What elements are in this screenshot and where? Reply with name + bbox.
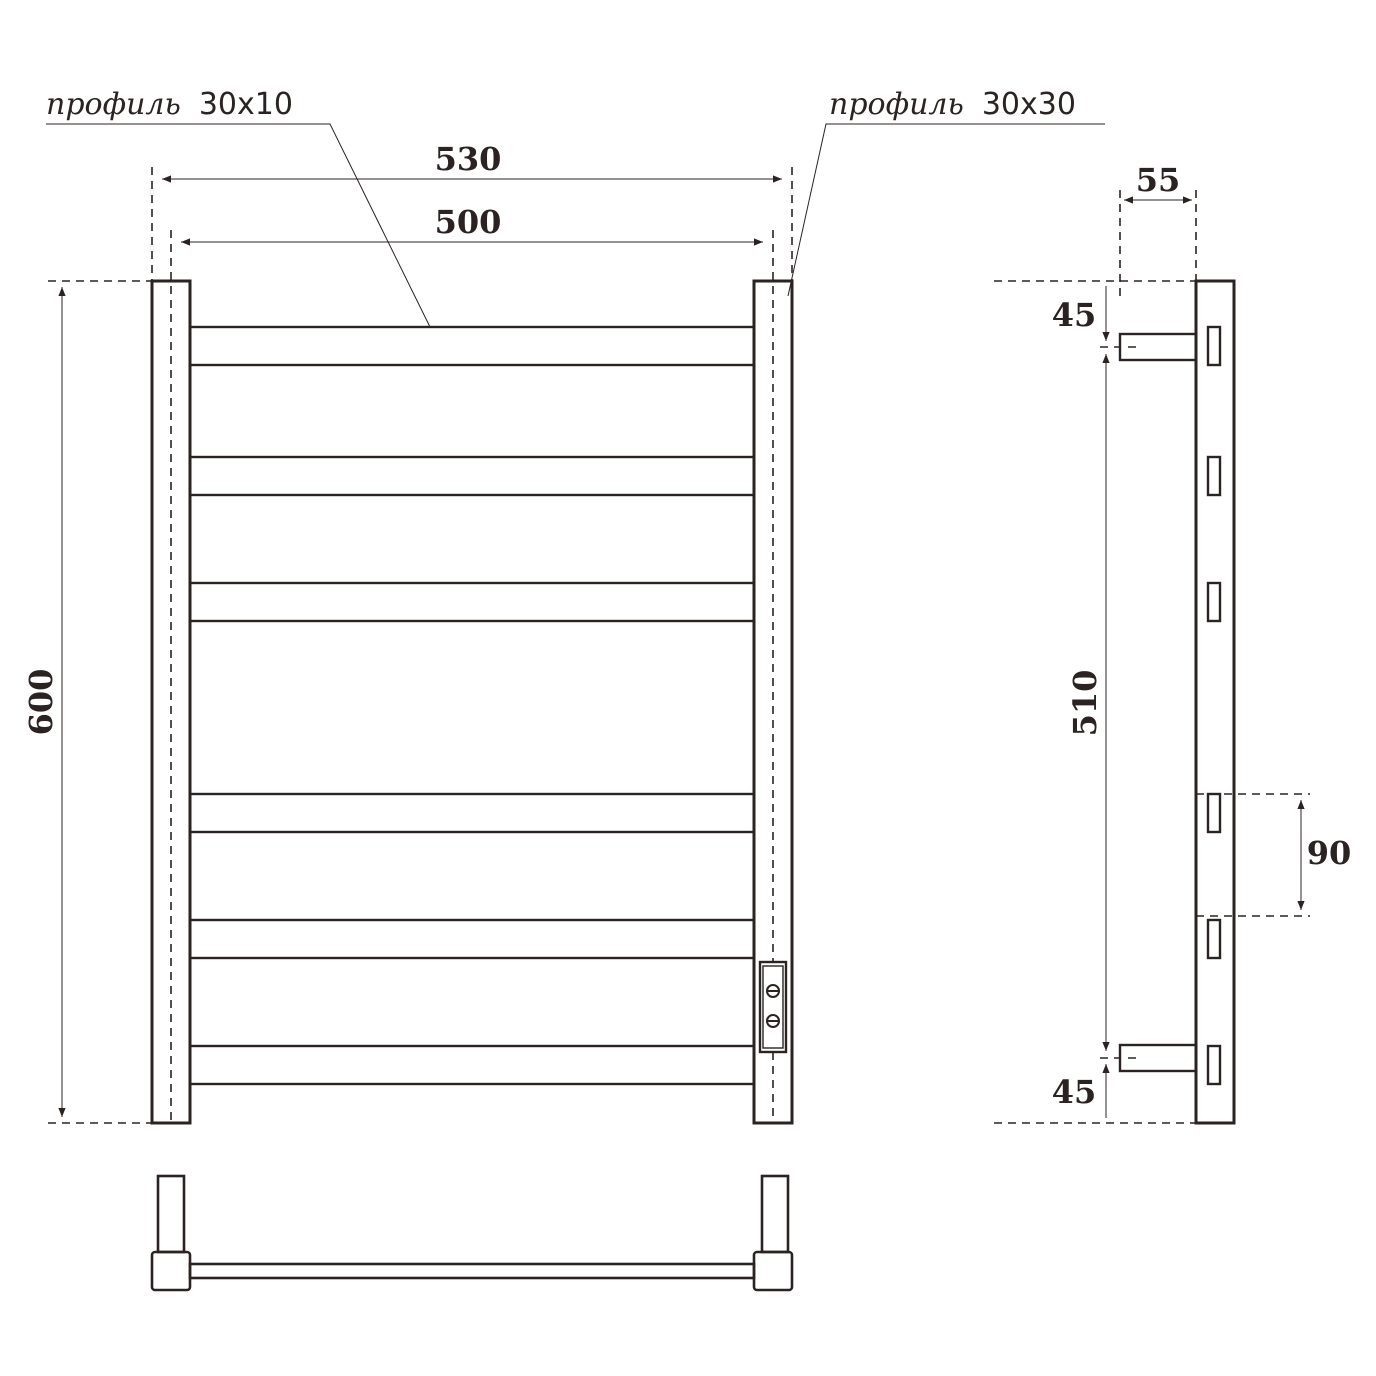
left-wall-post <box>156 1174 186 1254</box>
crossbar <box>188 581 756 623</box>
crossbar-section <box>188 1262 756 1280</box>
side-extension-lines <box>994 190 1310 1124</box>
profile-30x30-label: профиль 30x30 <box>829 87 1076 122</box>
bottom-45-label: 45 <box>1052 1073 1097 1111</box>
bar-end-slot <box>1206 918 1222 960</box>
crossbar <box>188 455 756 497</box>
depth-55-label: 55 <box>1136 161 1181 199</box>
profile-30x30-leader <box>787 123 1105 297</box>
top-45-label: 45 <box>1052 296 1097 334</box>
electric-connection-box <box>758 960 788 1054</box>
crossbar <box>188 325 756 367</box>
crossbars <box>188 325 756 1086</box>
top-view <box>150 1174 794 1292</box>
side-upright <box>1194 279 1236 1125</box>
spacing-510-label: 510 <box>1066 670 1104 737</box>
side-view: 55 45 510 45 90 <box>994 161 1352 1125</box>
extension-lines <box>48 167 793 1124</box>
left-upright-section <box>150 1250 192 1292</box>
bar-end-slot <box>1206 455 1222 497</box>
profile-30x10-leader <box>46 123 431 328</box>
crossbar <box>188 1044 756 1086</box>
bar-end-slot <box>1206 325 1222 367</box>
front-view: 530 500 600 профиль 30x10 профиль 30x30 <box>22 87 1105 1125</box>
right-wall-post <box>760 1174 790 1254</box>
pitch-90-label: 90 <box>1307 834 1352 872</box>
left-upright <box>150 279 192 1125</box>
bar-end-slot <box>1206 1044 1222 1086</box>
width-500-label: 500 <box>435 203 502 241</box>
bar-end-slot <box>1206 581 1222 623</box>
bar-end-slot <box>1206 792 1222 834</box>
crossbar <box>188 918 756 960</box>
width-530-label: 530 <box>435 140 502 178</box>
right-upright-section <box>752 1250 794 1292</box>
height-600-label: 600 <box>22 669 60 736</box>
crossbar <box>188 792 756 834</box>
bar-end-slots <box>1206 325 1222 1086</box>
profile-30x10-label: профиль 30x10 <box>46 87 293 122</box>
